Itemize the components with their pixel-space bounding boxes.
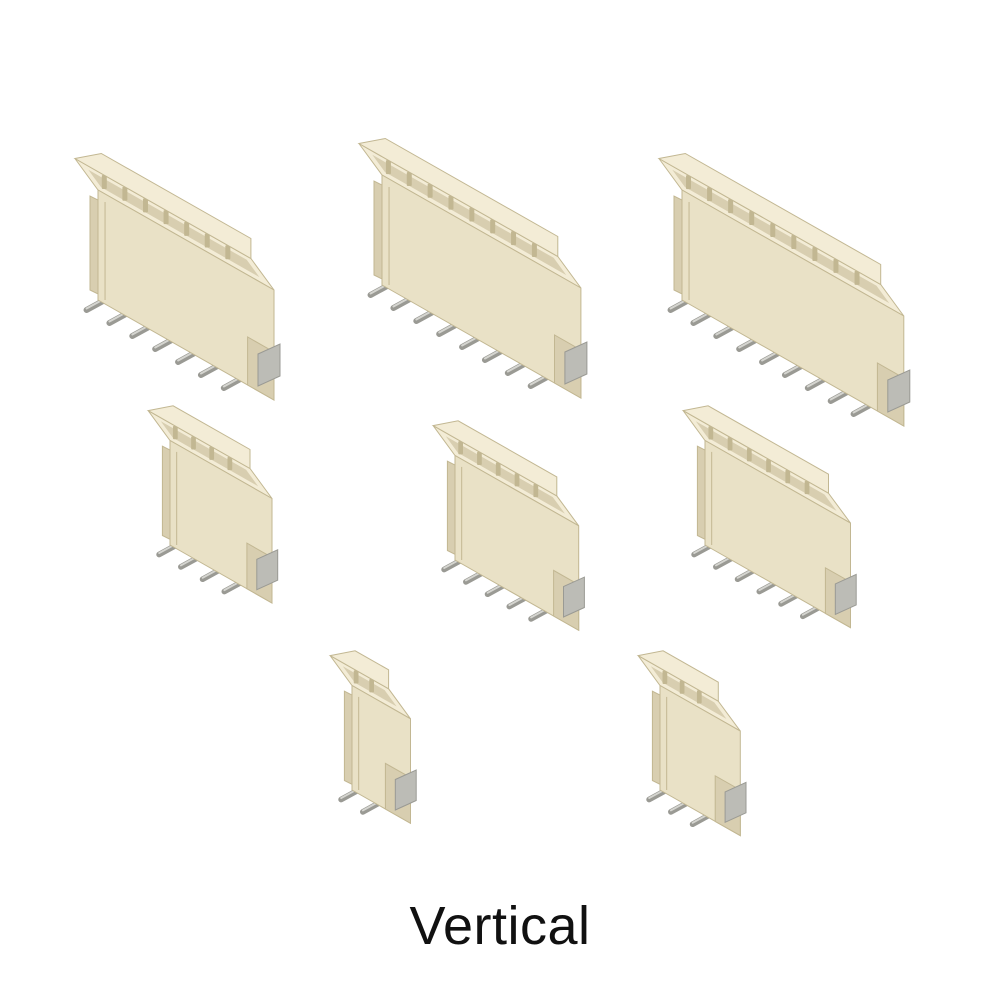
connector-9pin bbox=[657, 152, 911, 427]
connector-7pin bbox=[73, 152, 281, 401]
connector-6pin bbox=[681, 405, 857, 629]
connector-2pin bbox=[328, 650, 417, 825]
connector-8pin bbox=[357, 137, 588, 399]
connector-3pin bbox=[636, 650, 747, 837]
caption-vertical: Vertical bbox=[409, 896, 591, 956]
connector-4pin bbox=[146, 405, 279, 604]
connector-5pin bbox=[431, 420, 585, 632]
